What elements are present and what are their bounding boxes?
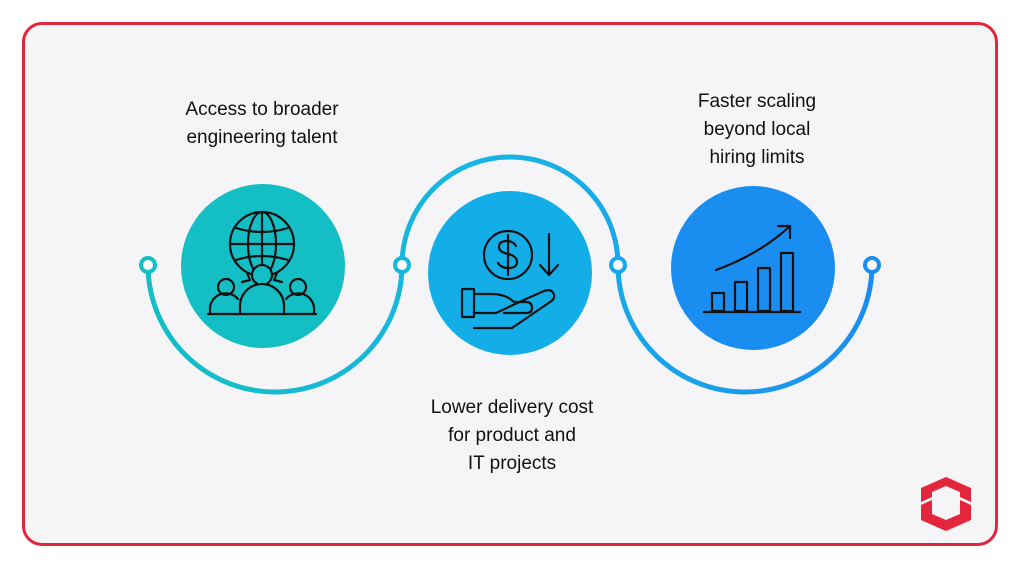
benefit-label-2-line-3: IT projects <box>467 453 557 474</box>
globe-people-icon <box>206 210 318 316</box>
node-dot-1 <box>139 256 157 274</box>
benefit-label-2-line-2: for product and <box>448 425 576 446</box>
benefit-label-1: Access to broader engineering talent <box>152 96 372 152</box>
benefit-label-2: Lower delivery cost for product and IT p… <box>400 394 624 478</box>
node-dot-4 <box>863 256 881 274</box>
dollar-hand-down-icon <box>460 229 560 330</box>
benefit-label-1-line-1: Access to broader <box>185 99 339 120</box>
benefit-circle-3 <box>671 186 835 350</box>
brand-cube-logo <box>921 477 971 531</box>
benefit-label-1-line-2: engineering talent <box>186 127 338 148</box>
benefit-label-3-line-2: beyond local <box>703 119 811 140</box>
benefit-label-3-line-3: hiring limits <box>709 147 805 168</box>
benefit-circle-2 <box>428 191 592 355</box>
node-dot-3 <box>609 256 627 274</box>
node-dot-2 <box>393 256 411 274</box>
growth-chart-icon <box>702 224 802 314</box>
benefit-label-3-line-1: Faster scaling <box>697 91 817 112</box>
benefit-label-2-line-1: Lower delivery cost <box>430 397 594 418</box>
wave-connector <box>145 154 875 395</box>
benefit-label-3: Faster scaling beyond local hiring limit… <box>652 88 862 172</box>
